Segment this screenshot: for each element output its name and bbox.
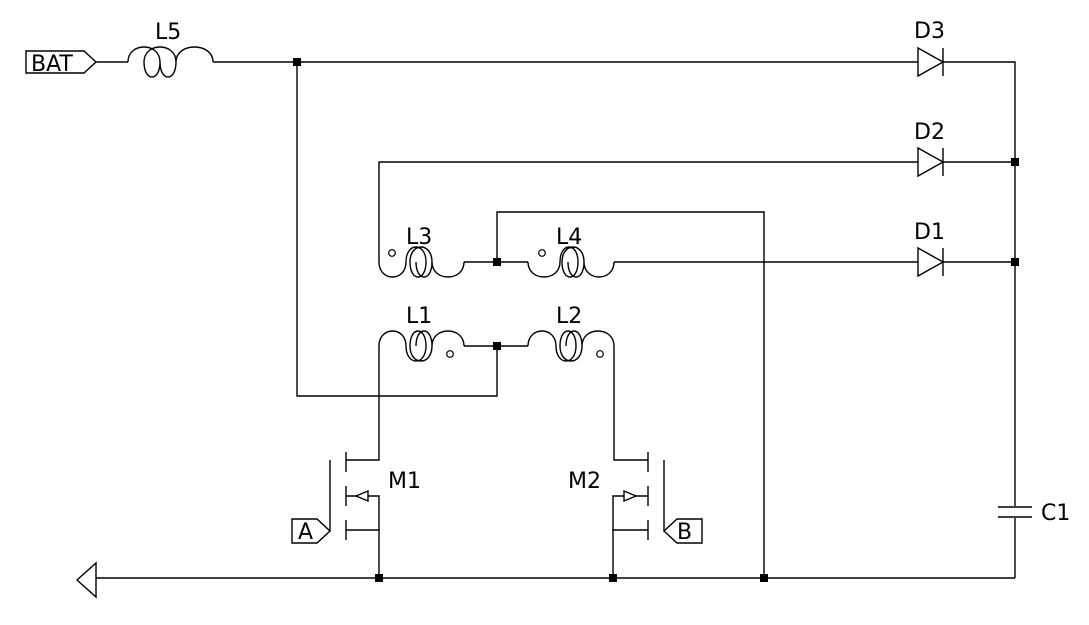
diode-d3: D3 xyxy=(914,19,945,78)
bat-port-shape xyxy=(25,50,98,74)
l1-coil xyxy=(378,330,465,362)
d1-body xyxy=(917,246,945,278)
m1-body-lead xyxy=(346,495,380,530)
inductor-l4: L4 xyxy=(527,225,615,278)
d1-label: D1 xyxy=(914,220,945,245)
mosfet-m2: M2 xyxy=(568,452,665,540)
capacitor-c1: C1 xyxy=(996,501,1070,526)
l2-polarity-dot xyxy=(596,350,604,358)
l2-coil xyxy=(527,330,615,362)
l4-label: L4 xyxy=(556,225,582,250)
junction-dot xyxy=(1011,258,1019,266)
inductor-l1: L1 xyxy=(378,304,465,362)
junction-dot xyxy=(1011,158,1019,166)
inductor-l2: L2 xyxy=(527,304,615,362)
wire-center-tap-primary xyxy=(296,62,498,397)
m1-arrow xyxy=(354,489,369,503)
b-port-label: B xyxy=(677,520,692,545)
l5-coil xyxy=(127,46,214,78)
l1-polarity-dot xyxy=(446,350,454,358)
a-port: A xyxy=(291,518,332,545)
m1-label: M1 xyxy=(388,469,421,494)
m2-label: M2 xyxy=(568,469,601,494)
d3-label: D3 xyxy=(914,19,945,44)
junction-dot xyxy=(293,58,301,66)
wire-m2-source xyxy=(612,529,648,578)
l4-polarity-dot xyxy=(538,249,546,257)
l1-label: L1 xyxy=(406,304,432,329)
c1-gap xyxy=(996,506,1034,518)
m2-arrow xyxy=(623,489,638,503)
junction-dot xyxy=(609,574,617,582)
inductor-l5: L5 xyxy=(127,20,214,78)
bat-port-label: BAT xyxy=(31,52,73,77)
junction-dot xyxy=(493,342,501,350)
a-port-label: A xyxy=(298,520,313,545)
wire-d2-branch xyxy=(378,161,918,262)
wire-center-tap-secondary xyxy=(496,211,765,578)
junction-dot xyxy=(760,574,768,582)
ground-symbol xyxy=(75,561,97,599)
wire-l1-m1-drain xyxy=(346,346,380,461)
junction-dot xyxy=(375,574,383,582)
a-port-shape xyxy=(291,518,332,544)
wire-m1-source xyxy=(346,529,380,578)
bat-port: BAT xyxy=(25,50,98,77)
l3-label: L3 xyxy=(406,225,432,250)
b-port: B xyxy=(662,518,703,545)
diode-d2: D2 xyxy=(914,120,945,178)
ground-triangle xyxy=(75,561,97,599)
l4-coil xyxy=(527,246,615,278)
d2-label: D2 xyxy=(914,120,945,145)
junction-dot xyxy=(493,258,501,266)
junctions xyxy=(293,58,1019,582)
l3-coil xyxy=(378,246,465,278)
b-port-shape xyxy=(662,518,703,544)
l2-label: L2 xyxy=(556,304,582,329)
mosfet-m1: M1 xyxy=(329,452,421,540)
d3-body xyxy=(917,46,945,78)
diode-d1: D1 xyxy=(914,220,945,278)
l3-polarity-dot xyxy=(388,249,396,257)
c1-label: C1 xyxy=(1041,501,1070,526)
inductor-l3: L3 xyxy=(378,225,465,278)
wire-l2-m2-drain xyxy=(613,346,648,461)
l5-label: L5 xyxy=(155,20,181,45)
c1-plates xyxy=(998,506,1032,518)
d2-body xyxy=(917,146,945,178)
m2-body-lead xyxy=(612,495,648,530)
wire-right-rail xyxy=(943,61,1016,578)
